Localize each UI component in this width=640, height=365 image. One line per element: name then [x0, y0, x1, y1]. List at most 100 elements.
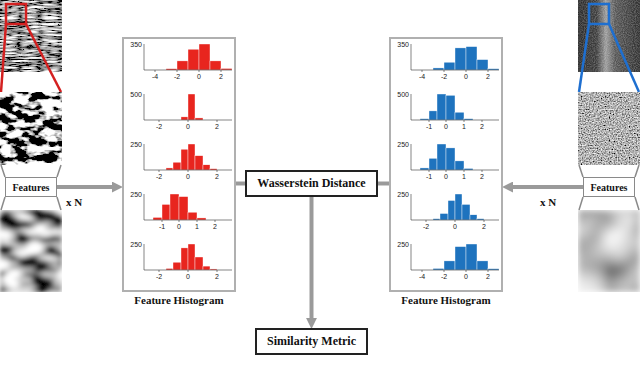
connector-line [236, 182, 245, 186]
multiplier-label: x N [540, 196, 556, 208]
node-label: Features [590, 182, 627, 193]
axis-tick-label: 1 [462, 173, 466, 180]
axis-tick-label: 1 [462, 123, 466, 130]
histogram-bar [466, 244, 477, 270]
histogram-axis [144, 244, 232, 270]
hourglass-outline [1, 165, 61, 210]
axis-tick-label: 2 [486, 73, 490, 80]
node-label: Features [12, 182, 49, 193]
histogram-axis [144, 94, 232, 120]
histogram-bar [188, 94, 195, 120]
axis-tick-label: 500 [391, 91, 409, 98]
histogram-bar [446, 95, 455, 120]
texture-patch [0, 210, 62, 292]
axis-tick-label: 2 [215, 173, 219, 180]
histogram-bar [455, 48, 466, 70]
histogram-bar [210, 61, 221, 70]
feature-extractor: Features [583, 177, 635, 197]
histogram-bar [444, 261, 455, 270]
axis-tick-label: -2 [174, 73, 180, 80]
histogram-bar [429, 158, 437, 170]
axis-tick-label: 0 [197, 73, 201, 80]
histogram-bar [420, 168, 429, 170]
histogram-bar [177, 61, 188, 70]
feature-extractor: Features [5, 177, 57, 197]
histogram-bar [188, 144, 195, 170]
axis-tick-label: 0 [186, 173, 190, 180]
histogram-bar [446, 148, 455, 170]
axis-tick-label: 1 [195, 223, 199, 230]
axis-tick-label: 0 [464, 273, 468, 280]
histogram-axis [411, 244, 499, 270]
axis-tick-label: 2 [215, 273, 219, 280]
axis-tick-label: -2 [156, 273, 162, 280]
histogram-bar [437, 94, 446, 120]
connector-line [378, 182, 389, 186]
hourglass-outline [579, 165, 639, 210]
axis-tick-label: -1 [426, 123, 432, 130]
histogram-bar [188, 49, 199, 70]
histogram-bar [203, 165, 210, 170]
texture-patch [578, 210, 640, 292]
texture-patch [578, 92, 640, 165]
histogram-bar [188, 212, 197, 220]
axis-tick-label: 500 [124, 91, 142, 98]
axis-tick-label: -1 [426, 173, 432, 180]
histogram-bar [433, 68, 444, 70]
histogram-bar [188, 244, 195, 270]
zoom-line [609, 24, 639, 92]
axis-tick-label: 250 [124, 141, 142, 148]
histogram-bar [466, 47, 477, 70]
axis-tick-label: -2 [441, 73, 447, 80]
axis-tick-label: 0 [186, 123, 190, 130]
histogram-bar [470, 215, 477, 220]
histogram-bar [462, 204, 470, 220]
axis-tick-label: -2 [156, 173, 162, 180]
axis-tick-label: -2 [156, 123, 162, 130]
zoom-line [1, 24, 6, 92]
axis-tick-label: 250 [124, 241, 142, 248]
histogram-bar [195, 118, 203, 120]
axis-tick-label: -4 [152, 73, 158, 80]
axis-tick-label: 350 [124, 41, 142, 48]
axis-tick-label: 250 [391, 241, 409, 248]
histogram-bar [170, 194, 179, 220]
process-box: Wasserstein Distance [245, 170, 378, 197]
histogram-axis [144, 194, 232, 220]
histogram-bar [166, 168, 173, 170]
zoom-box [589, 4, 609, 24]
panel-heading: Feature Histogram [134, 294, 223, 306]
histogram-bar [203, 266, 210, 270]
axis-tick-label: 0 [177, 223, 181, 230]
texture-patch [0, 92, 62, 165]
histogram-bar [455, 194, 462, 220]
axis-tick-label: 2 [480, 173, 484, 180]
axis-tick-label: 0 [464, 73, 468, 80]
axis-tick-label: 0 [186, 273, 190, 280]
process-box: Similarity Metric [255, 328, 368, 355]
histogram-bar [197, 218, 206, 220]
axis-tick-label: -2 [423, 223, 429, 230]
zoom-box [6, 4, 26, 24]
histogram-bar [199, 44, 210, 70]
histogram-bar [195, 156, 203, 170]
histogram-bar [455, 112, 464, 120]
histogram-bar [195, 257, 203, 270]
axis-tick-label: 2 [486, 273, 490, 280]
histogram-bar [437, 144, 446, 170]
axis-tick-label: -4 [419, 73, 425, 80]
axis-tick-label: 350 [391, 41, 409, 48]
histogram-bar [181, 117, 188, 120]
histogram-bar [181, 248, 188, 270]
histogram-bar [173, 162, 181, 170]
axis-tick-label: 250 [391, 191, 409, 198]
histogram-bar [153, 217, 162, 220]
histogram-bar [429, 111, 437, 120]
histogram-group [144, 44, 499, 272]
histogram-axis [411, 194, 499, 220]
histogram-bar [179, 197, 188, 220]
axis-tick-label: 0 [444, 123, 448, 130]
node-label: Wasserstein Distance [256, 176, 367, 191]
axis-tick-label: -1 [159, 223, 165, 230]
